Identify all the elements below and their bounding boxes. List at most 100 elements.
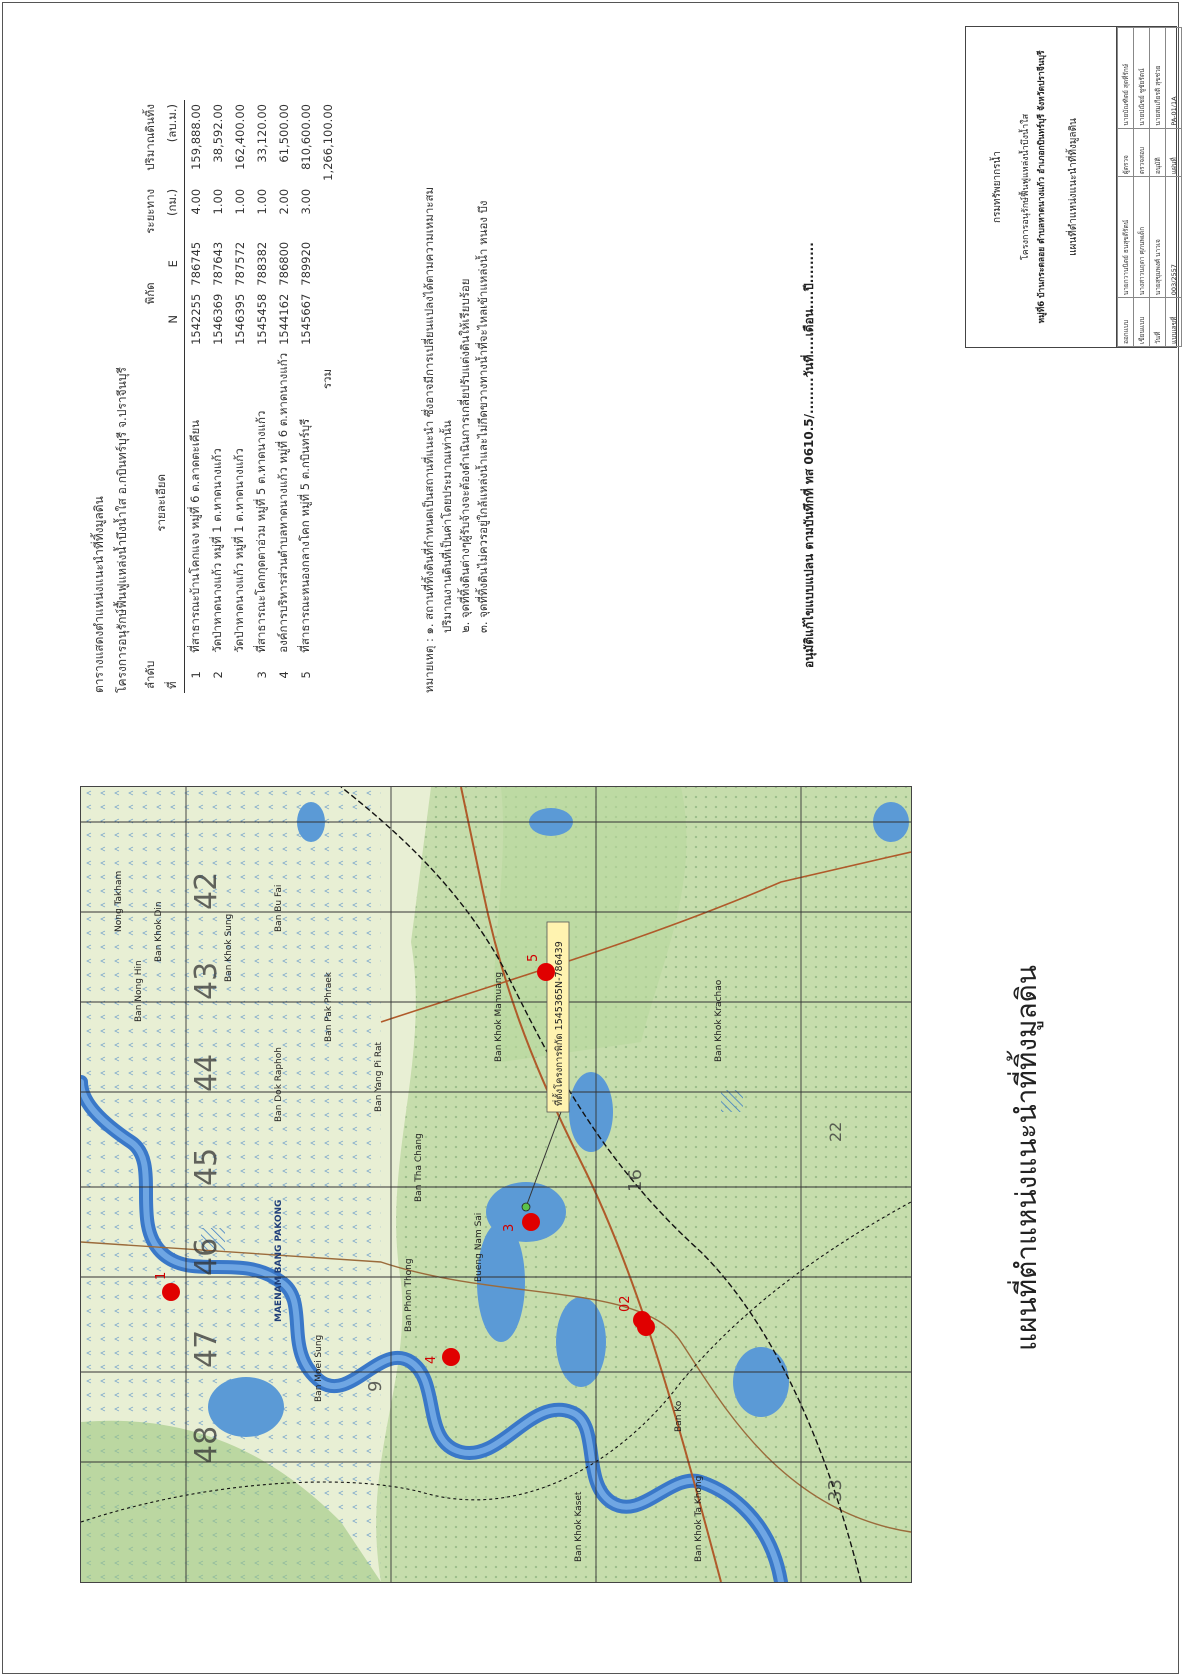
sig-cell: นางสาวนฤดา ศุภนพเด็ก xyxy=(1133,176,1150,298)
col-vol-unit: (ลบ.ม.) xyxy=(165,104,179,143)
col-dist: ระยะทาง xyxy=(143,188,157,234)
sig-row: ออกแบบ นายกวานนิตย์ ธนสุขดีรัตน์ ผู้ตรวจ… xyxy=(1117,27,1134,347)
sig-cell: ออกแบบ xyxy=(1117,297,1134,347)
sig-cell: ผู้ตรวจ xyxy=(1117,128,1134,177)
cell-n: 1542255 xyxy=(189,293,203,345)
cell-dist: 3.00 xyxy=(299,188,313,215)
cell-dist: 2.00 xyxy=(277,188,291,215)
topographic-map[interactable]: 48 47 46 45 44 43 42 33 16 22 9 Ban Khok… xyxy=(80,786,912,1583)
dump-point-3[interactable] xyxy=(522,1213,540,1231)
sig-cell: PA-01/1A xyxy=(1165,27,1182,129)
table-subcaption: โครงการอนุรักษ์ฟื้นฟูแหล่งน้ำบึงน้ำใส อ.… xyxy=(115,367,129,693)
place-label: Ban Khok Mamuang xyxy=(494,972,504,1062)
sig-cell: นายบัณฑิตย์ สุดที่รักษ์ xyxy=(1117,27,1134,129)
note-3: ๓. จุดที่ทิ้งดินไม่ควรอยู่ใกล้แหล่งน้ำแล… xyxy=(476,200,490,633)
sig-cell: ตรวจสอบ xyxy=(1133,128,1150,177)
cell-n: 1545667 xyxy=(299,293,313,345)
cell-vol: 159,888.00 xyxy=(189,104,203,170)
col-e: E xyxy=(166,260,180,268)
col-no2: ที่ xyxy=(165,681,179,689)
place-label: Ban Moei Sung xyxy=(314,1335,324,1402)
cell-detail: ที่สาธารณะบ้านโคกแจง หมู่ที่ 6 ต.ลาดตะเค… xyxy=(188,419,202,653)
title-block: กรมทรัพยากรน้ำ โครงการอนุรักษ์ฟื้นฟูแหล่… xyxy=(965,26,1182,348)
signature-grid: ออกแบบ นายกวานนิตย์ ธนสุขดีรัตน์ ผู้ตรวจ… xyxy=(1116,27,1182,347)
grid-number-45: 45 xyxy=(189,1148,224,1186)
place-label: Ban Pak Phraek xyxy=(324,971,334,1042)
col-coord: พิกัด xyxy=(143,282,157,305)
dump-point-label-5: 5 xyxy=(526,954,541,962)
cell-no: 4 xyxy=(277,671,291,679)
cell-vol: 61,500.00 xyxy=(277,104,291,163)
sig-cell: แผ่นที่ xyxy=(1165,128,1182,177)
grid-number-33: 33 xyxy=(825,1479,846,1502)
place-label: Nong Takham xyxy=(114,871,124,932)
cell-detail: วัดป่าหาดนางแก้ว หมู่ที่ 1 ต.หาดนางแก้ว xyxy=(210,448,224,653)
dump-point-5[interactable] xyxy=(537,963,555,981)
cell-dist: 1.00 xyxy=(211,188,225,215)
dump-site-table: ลำดับ รายละเอียด พิกัด ระยะทาง ปริมาณดิน… xyxy=(140,100,339,693)
table-row: 5 ที่สาธารณะหนองกลางโคก หมู่ที่ 5 ต.กบิน… xyxy=(295,100,317,693)
note-2: ๒. จุดที่ทิ้งดินต่างๆผู้รับจ้างจะต้องดำเ… xyxy=(458,278,472,633)
dump-point-4[interactable] xyxy=(442,1348,460,1366)
project-name: โครงการอนุรักษ์ฟื้นฟูแหล่งน้ำบึงน้ำใส xyxy=(1021,113,1031,261)
place-label: Ban Khok Ta Khong xyxy=(694,1476,704,1562)
cell-n: 1546369 xyxy=(211,293,225,345)
dump-point-label-3: 3 xyxy=(502,1224,517,1232)
map-title: แผนที่ตำแหน่งแนะนำที่ทิ้งมูลดิน xyxy=(1010,965,1043,1351)
col-dist-unit: (กม.) xyxy=(165,188,179,217)
cell-no: 5 xyxy=(299,671,313,679)
place-label: Ban Dok Raphoh xyxy=(274,1047,284,1122)
cell-vol: 33,120.00 xyxy=(255,104,269,163)
sig-cell: แบบเลขที่ xyxy=(1165,297,1182,347)
sig-cell: 003/2557 xyxy=(1165,176,1182,298)
grid-number-46: 46 xyxy=(189,1238,224,1276)
cell-dist: 4.00 xyxy=(189,188,203,215)
grid-number-48: 48 xyxy=(189,1426,224,1464)
table-row: 3 ที่สาธารณะโคกกุดตาอ่วม หมู่ที่ 5 ต.หาด… xyxy=(251,100,273,693)
cell-detail: ที่สาธารณะหนองกลางโคก หมู่ที่ 5 ต.กบินทร… xyxy=(298,418,312,653)
cell-e: 789920 xyxy=(299,241,313,286)
place-label: Ban Phon Thong xyxy=(404,1258,414,1332)
col-n: N xyxy=(166,315,180,324)
place-label: Ban Khok Din xyxy=(154,901,164,962)
cell-e: 788382 xyxy=(255,241,269,286)
place-label: Ban Khok Kaset xyxy=(574,1491,584,1562)
cell-no: 2 xyxy=(211,671,225,679)
cell-no xyxy=(229,657,251,693)
sig-cell: นายสมเกียรติ สุขช่วย xyxy=(1149,27,1166,129)
sig-cell: เขียนแบบ xyxy=(1133,297,1150,347)
dump-point-1[interactable] xyxy=(162,1283,180,1301)
sig-row: เขียนแบบ นางสาวนฤดา ศุภนพเด็ก ตรวจสอบ นา… xyxy=(1133,27,1150,347)
dump-point-label-2: 02 xyxy=(618,1295,633,1312)
total-volume: 1,266,100.00 xyxy=(321,104,335,181)
cell-e: 786800 xyxy=(277,241,291,286)
table-total-row: รวม 1,266,100.00 xyxy=(317,100,339,693)
sheet-title: แผนที่ตำแหน่งแนะนำที่ทิ้งมูลดิน xyxy=(1068,118,1079,256)
grid-number-42: 42 xyxy=(189,872,224,910)
cell-detail: ที่สาธารณะโคกกุดตาอ่วม หมู่ที่ 5 ต.หาดนา… xyxy=(254,410,268,653)
sig-cell: อนุมัติ xyxy=(1149,128,1166,177)
col-detail: รายละเอียด xyxy=(154,474,168,532)
dump-point-2b[interactable] xyxy=(633,1311,651,1329)
cell-n: 1544162 xyxy=(277,293,291,345)
note-1: หมายเหตุ : ๑. สถานที่ทิ้งดินที่กำหนดเป็น… xyxy=(422,186,436,693)
sig-cell: วันที่ xyxy=(1149,297,1166,347)
cell-e: 787572 xyxy=(233,241,247,286)
table-caption: ตารางแสดงตำแหน่งแนะนำที่ทิ้งมูลดิน xyxy=(92,496,106,693)
grid-number-47: 47 xyxy=(189,1330,224,1368)
cell-e: 787643 xyxy=(211,241,225,286)
place-label: Ban Ko xyxy=(674,1400,684,1432)
place-label: Ban Khok Krachao xyxy=(714,979,724,1062)
sig-row: แบบเลขที่ 003/2557 แผ่นที่ PA-01/1A xyxy=(1165,27,1182,347)
cell-n: 1545458 xyxy=(255,293,269,345)
notes: หมายเหตุ : ๑. สถานที่ทิ้งดินที่กำหนดเป็น… xyxy=(420,73,492,693)
table-row: 2 วัดป่าหาดนางแก้ว หมู่ที่ 1 ต.หาดนางแก้… xyxy=(207,100,229,693)
table-row: วัดป่าหาดนางแก้ว หมู่ที่ 1 ต.หาดนางแก้ว … xyxy=(229,100,251,693)
cell-n: 1546395 xyxy=(233,293,247,345)
place-label: Ban Yang Pi Rat xyxy=(374,1042,384,1112)
cell-detail: องค์การบริหารส่วนตำบลหาดนางแก้ว หมู่ที่ … xyxy=(276,352,290,653)
grid-number-43: 43 xyxy=(189,962,224,1000)
total-label: รวม xyxy=(320,368,334,390)
